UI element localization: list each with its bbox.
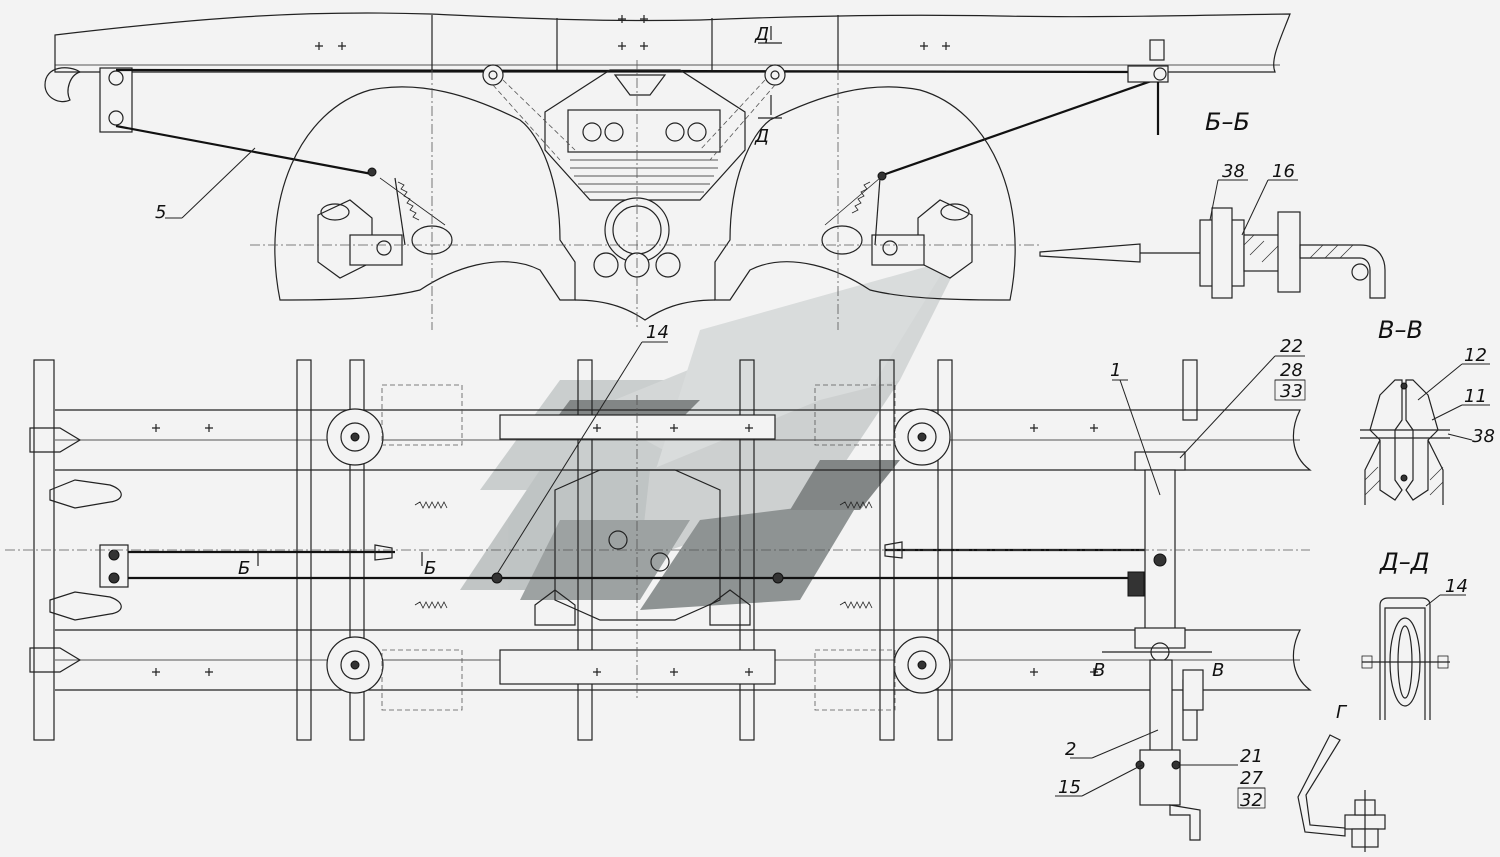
g-lever <box>1297 734 1346 837</box>
cut-label-b-left: Б <box>238 558 250 579</box>
lever-bracket-left <box>99 67 133 133</box>
pulley-right <box>764 64 786 86</box>
wheel-housing-right <box>714 86 1016 301</box>
plan-view: Б Б В В 14 1 22 28 33 2 15 21 27 32 <box>5 322 1312 841</box>
center-plate <box>554 469 721 621</box>
wheel-assemblies <box>326 408 951 694</box>
section-title-bb: Б–Б <box>1205 108 1250 136</box>
car-body-outline <box>54 12 1291 73</box>
label-part-11: 11 <box>1464 386 1487 407</box>
label-part-14-plan: 14 <box>646 322 669 343</box>
label-part-1: 1 <box>1110 360 1121 381</box>
section-title-vv: В–В <box>1378 316 1423 344</box>
label-part-15: 15 <box>1058 777 1081 798</box>
label-part-12: 12 <box>1464 345 1487 366</box>
section-title-dd: Д–Д <box>1379 548 1430 576</box>
bracket-22 <box>1134 451 1186 471</box>
coupler-hook <box>44 67 82 103</box>
wheel-housing-left <box>274 86 576 301</box>
label-part-14-dd: 14 <box>1445 576 1468 597</box>
cut-label-d-bottom: Д <box>754 126 769 147</box>
label-part-33: 33 <box>1280 381 1303 402</box>
view-g: Г <box>1297 702 1386 852</box>
upper-brake-rod <box>115 68 1161 74</box>
label-part-27: 27 <box>1240 768 1263 789</box>
label-part-38-vv: 38 <box>1472 426 1495 447</box>
section-vv: В–В 12 11 38 <box>1360 316 1495 505</box>
cut-label-b-right: Б <box>424 558 436 579</box>
cut-label-v-left: В <box>1093 660 1105 681</box>
cut-label-d-top: Д <box>754 24 769 45</box>
label-part-5: 5 <box>155 202 166 223</box>
brake-cylinder-right <box>821 177 973 279</box>
hand-brake-bracket <box>1127 65 1169 83</box>
brake-cylinder-left <box>317 177 453 279</box>
bolster-plate-top <box>499 414 776 440</box>
label-part-2: 2 <box>1065 739 1076 760</box>
label-part-28: 28 <box>1280 360 1303 381</box>
bolster-outline <box>544 69 746 201</box>
section-dd: Д–Д 14 <box>1361 548 1468 720</box>
cut-label-v-right: В <box>1212 660 1224 681</box>
label-part-38-bb: 38 <box>1222 161 1245 182</box>
label-part-21: 21 <box>1240 746 1263 767</box>
label-part-22: 22 <box>1280 336 1303 357</box>
spring-set-top <box>567 109 721 153</box>
lower-brake-rod-left <box>115 124 373 176</box>
bolster-plate-bottom <box>499 649 776 685</box>
section-bb: Б–Б 38 16 <box>1039 108 1386 299</box>
label-part-32: 32 <box>1240 790 1263 811</box>
rivet-marks <box>315 15 950 50</box>
view-title-g: Г <box>1336 702 1348 723</box>
pulley-left <box>482 64 504 86</box>
housing-15 <box>1139 749 1181 806</box>
label-part-16: 16 <box>1272 161 1295 182</box>
brake-rod-right <box>879 76 1161 178</box>
side-view: Д Д 5 <box>44 12 1291 330</box>
